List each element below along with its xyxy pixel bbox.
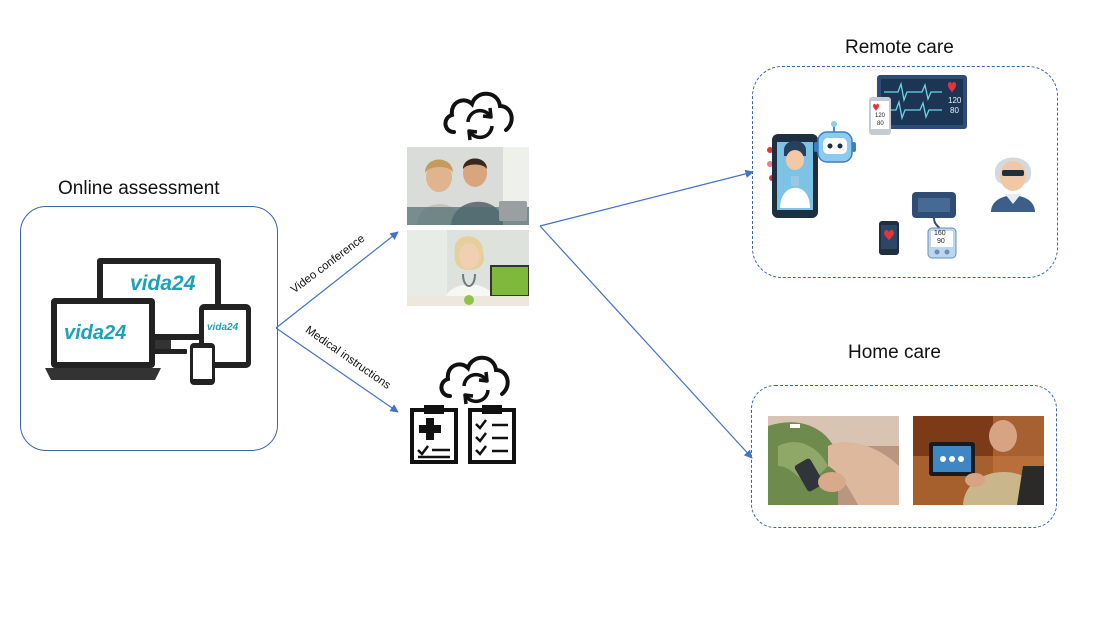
remote-care-label: Remote care <box>845 37 954 58</box>
vida24-logo-tablet: vida24 <box>207 322 239 333</box>
cloud-sync-icon <box>443 91 514 141</box>
arrow-medical-instructions <box>275 327 399 413</box>
checklist-clipboard-icon <box>468 405 516 464</box>
home-care-label: Home care <box>848 342 941 363</box>
arrow-video-conference <box>275 231 399 329</box>
heart-app-phone-icon <box>879 221 899 255</box>
doctor-phone-icon <box>767 121 856 218</box>
online-assessment-label: Online assessment <box>58 178 220 199</box>
cloud-sync-icon <box>439 355 510 405</box>
heart-monitor-icon <box>877 75 967 129</box>
phone-monitor-top-value: 120 <box>875 113 886 119</box>
elderly-patient-icon <box>991 157 1035 212</box>
home-care-tablet-photo <box>913 416 1044 505</box>
arrow-home-care <box>539 225 753 459</box>
video-call-doctor-photo <box>407 230 529 306</box>
blood-pressure-monitor-icon <box>912 192 957 259</box>
bp-bottom-value: 90 <box>937 238 945 245</box>
bp-top-value: 160 <box>934 230 946 237</box>
vida24-logo-monitor: vida24 <box>130 272 196 295</box>
arrow-remote-care <box>539 169 754 227</box>
heart-monitor-bottom-value: 80 <box>950 106 959 115</box>
phone-monitor-bottom-value: 80 <box>877 121 884 127</box>
vida24-logo-laptop: vida24 <box>64 322 127 344</box>
medical-clipboard-icon <box>410 405 458 464</box>
heart-monitor-top-value: 120 <box>948 96 962 105</box>
phone-monitor-icon <box>869 97 891 135</box>
home-care-glucose-photo <box>768 416 899 505</box>
video-call-patients-photo <box>407 147 529 225</box>
devices-illustration <box>45 258 251 385</box>
